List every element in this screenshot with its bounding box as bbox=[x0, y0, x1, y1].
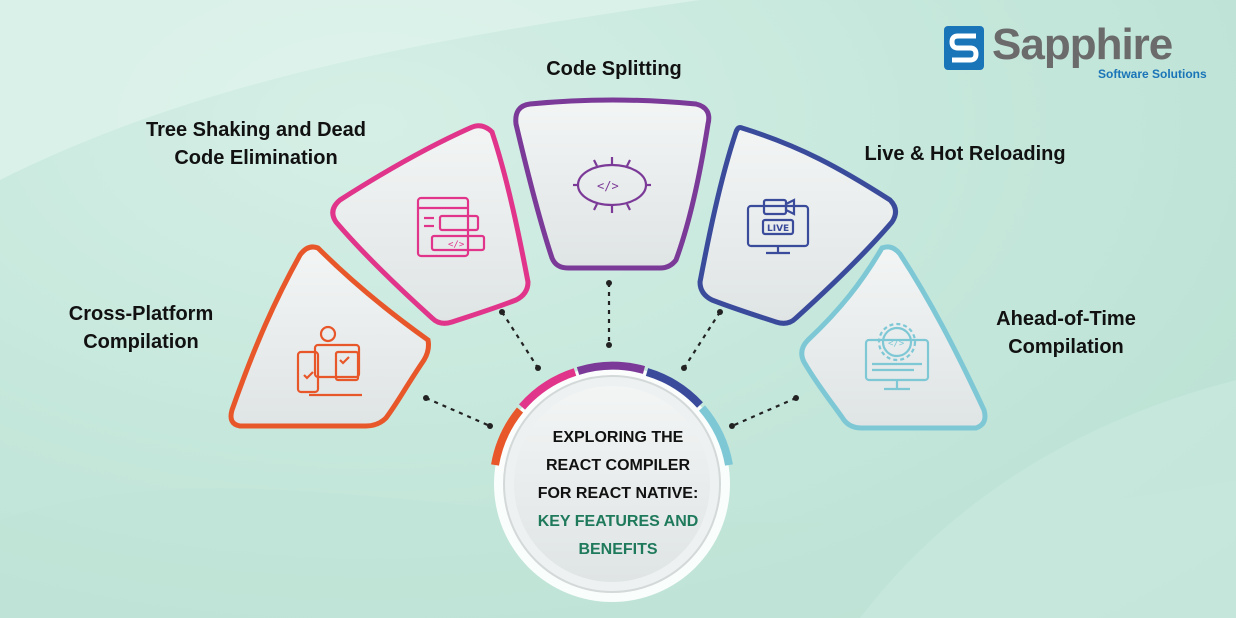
label-line: Compilation bbox=[1008, 336, 1124, 358]
cross-platform-devices-icon bbox=[296, 325, 362, 397]
label-line: Code Splitting bbox=[546, 58, 682, 80]
sapphire-s-icon bbox=[944, 26, 984, 70]
label-line: Compilation bbox=[83, 331, 199, 353]
label-line: Ahead-of-Time bbox=[996, 308, 1136, 330]
center-line-highlight: KEY FEATURES AND bbox=[537, 513, 699, 530]
feature-card-cross-platform bbox=[228, 244, 431, 429]
live-monitor-icon: LIVE bbox=[746, 198, 810, 255]
feature-label-ahead-of-time: Ahead-of-Time Compilation bbox=[966, 305, 1166, 361]
feature-label-tree-shaking: Tree Shaking and Dead Code Elimination bbox=[116, 116, 396, 172]
label-line: Tree Shaking and Dead bbox=[145, 119, 367, 141]
connector-dots bbox=[423, 280, 799, 429]
feature-card-code-splitting: </> bbox=[513, 97, 712, 271]
connectors bbox=[425, 283, 797, 428]
code-bug-icon: </> bbox=[573, 157, 651, 213]
label-line: Live & Hot Reloading bbox=[864, 143, 1066, 165]
feature-label-cross-platform: Cross-Platform Compilation bbox=[46, 300, 236, 356]
feature-label-code-splitting: Code Splitting bbox=[514, 55, 714, 83]
svg-text:LIVE: LIVE bbox=[767, 224, 789, 234]
brand-tagline: Software Solutions bbox=[1098, 67, 1207, 81]
svg-text:</>: </> bbox=[888, 339, 905, 349]
label-line: Code Elimination bbox=[174, 147, 338, 169]
feature-card-live-reloading: LIVE bbox=[697, 125, 898, 326]
svg-text:</>: </> bbox=[448, 240, 465, 250]
svg-text:</>: </> bbox=[597, 179, 619, 193]
brand-name: Sapphire bbox=[992, 20, 1173, 69]
feature-label-live-reloading: Live & Hot Reloading bbox=[836, 140, 1094, 168]
gear-monitor-icon: </> bbox=[864, 322, 930, 391]
brand-logo: Sapphire Software Solutions bbox=[944, 20, 1214, 86]
code-window-icon: </> bbox=[416, 196, 486, 258]
label-line: Cross-Platform bbox=[68, 303, 214, 325]
center-title: EXPLORING THE REACT COMPILER FOR REACT N… bbox=[518, 424, 718, 564]
center-line: EXPLORING THE bbox=[552, 429, 684, 446]
center-line: REACT COMPILER bbox=[546, 457, 690, 474]
center-line-highlight: BENEFITS bbox=[578, 541, 658, 558]
center-hub bbox=[491, 361, 733, 602]
feature-card-ahead-of-time: </> bbox=[799, 244, 988, 431]
center-line: FOR REACT NATIVE: bbox=[537, 485, 699, 502]
feature-card-tree-shaking: </> bbox=[330, 123, 531, 326]
